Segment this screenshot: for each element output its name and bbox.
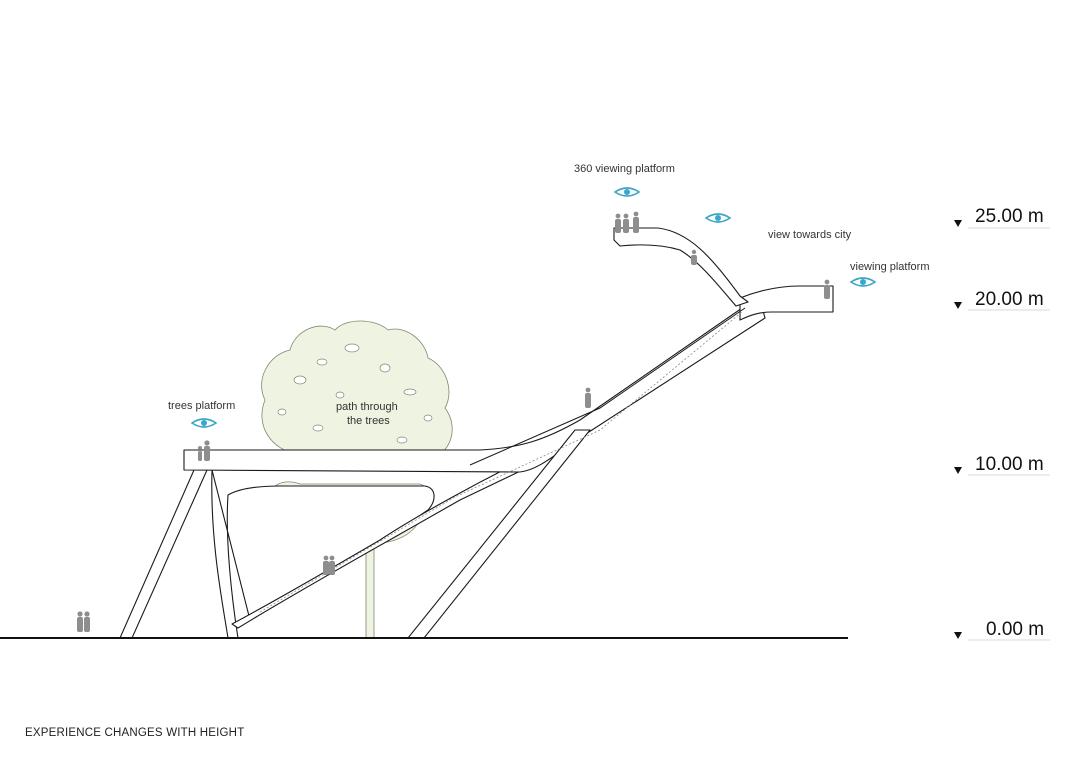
left-outer-leg bbox=[119, 469, 208, 639]
label-view-towards-city: view towards city bbox=[768, 229, 852, 241]
viewing-platform-deck bbox=[739, 285, 834, 321]
left-inner-leg bbox=[211, 469, 435, 639]
triangle-down-icon bbox=[954, 220, 962, 227]
eye-icon bbox=[849, 277, 877, 287]
triangle-down-icon bbox=[954, 467, 962, 474]
level-label: 20.00 m bbox=[975, 289, 1044, 310]
level-marker-0: 0.00 m bbox=[954, 619, 1050, 641]
eye-icon bbox=[704, 213, 732, 223]
people bbox=[77, 211, 830, 632]
person-icon bbox=[824, 279, 830, 299]
level-marker-10: 10.00 m bbox=[954, 454, 1050, 476]
person-icon bbox=[691, 249, 697, 265]
level-label: 25.00 m bbox=[975, 206, 1044, 227]
person-icon bbox=[198, 440, 210, 461]
label-path-through-line2: the trees bbox=[347, 415, 390, 427]
triangle-down-icon bbox=[954, 302, 962, 309]
tree-canopy bbox=[261, 320, 453, 456]
level-marker-20: 20.00 m bbox=[954, 289, 1050, 311]
eye-icon bbox=[190, 418, 218, 428]
person-icon bbox=[323, 555, 335, 575]
drawing-caption: EXPERIENCE CHANGES WITH HEIGHT bbox=[25, 727, 245, 739]
label-360-viewing-platform: 360 viewing platform bbox=[574, 163, 675, 175]
bridge-structure bbox=[119, 227, 834, 639]
label-path-through-line1: path through bbox=[336, 401, 398, 413]
level-label: 10.00 m bbox=[975, 454, 1044, 475]
label-trees-platform: trees platform bbox=[168, 400, 235, 412]
eye-icon bbox=[613, 187, 641, 197]
person-icon bbox=[77, 611, 90, 632]
triangle-down-icon bbox=[954, 632, 962, 639]
person-icon bbox=[585, 387, 591, 408]
lower-ramp bbox=[231, 443, 561, 629]
ramp-walkway-edge bbox=[469, 307, 746, 466]
level-label: 0.00 m bbox=[986, 619, 1044, 640]
person-icon bbox=[615, 211, 639, 233]
ramp-walkway-line bbox=[259, 311, 743, 613]
label-viewing-platform: viewing platform bbox=[850, 261, 929, 273]
viewing-360-arm bbox=[613, 227, 749, 307]
level-marker-25: 25.00 m bbox=[954, 206, 1050, 229]
